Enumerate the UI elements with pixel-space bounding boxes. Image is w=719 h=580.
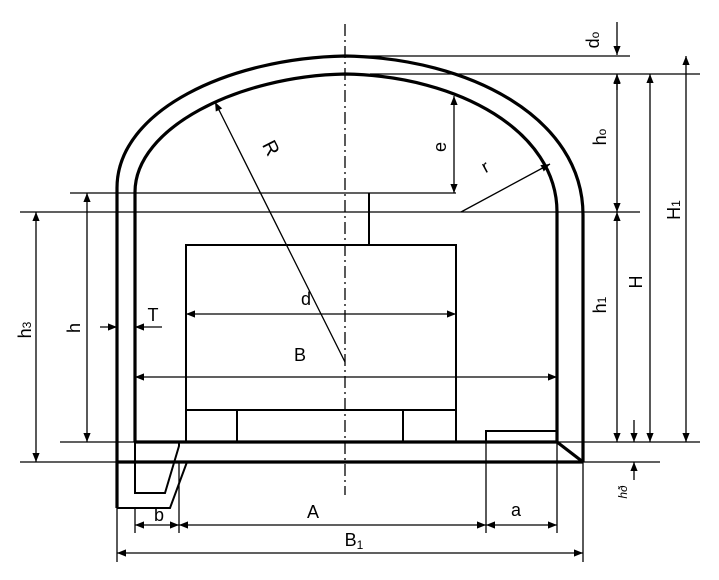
drainage-trench-outer <box>117 461 188 509</box>
svg-text:e: e <box>430 142 450 152</box>
svg-text:h3: h3 <box>15 321 35 338</box>
label-b: b <box>154 505 164 525</box>
label-h3: h3 <box>15 321 35 338</box>
label-h: h <box>64 323 84 333</box>
label-R: R <box>257 137 283 160</box>
svg-text:h: h <box>64 323 84 333</box>
svg-text:r: r <box>478 156 493 176</box>
svg-text:ho: ho <box>590 128 610 145</box>
dim-R <box>214 101 346 363</box>
inner-wall-arch <box>133 72 559 442</box>
label-B1: B1 <box>345 530 364 552</box>
svg-text:h1: h1 <box>590 296 610 313</box>
label-d: d <box>301 289 311 309</box>
label-T: T <box>148 305 159 325</box>
cable-trench-cover <box>485 430 558 443</box>
svg-text:H1: H1 <box>664 200 684 220</box>
label-d0: do <box>583 31 603 48</box>
label-a: a <box>511 500 522 520</box>
svg-text:H: H <box>626 276 646 289</box>
label-B: B <box>294 345 306 365</box>
label-H: H <box>626 276 646 289</box>
label-h1: h1 <box>590 296 610 313</box>
label-H1: H1 <box>664 200 684 220</box>
clearance-box <box>185 244 457 443</box>
svg-text:R: R <box>257 137 283 160</box>
svg-text:do: do <box>583 31 603 48</box>
label-h0: ho <box>590 128 610 145</box>
dim-r <box>460 163 551 213</box>
right-floor-end <box>556 440 584 464</box>
svg-text:hð: hð <box>616 485 630 499</box>
label-e: e <box>430 142 450 152</box>
label-A: A <box>307 502 319 522</box>
label-r: r <box>478 156 493 176</box>
label-hd: hð <box>616 485 630 499</box>
drainage-trench-inner <box>134 442 180 494</box>
